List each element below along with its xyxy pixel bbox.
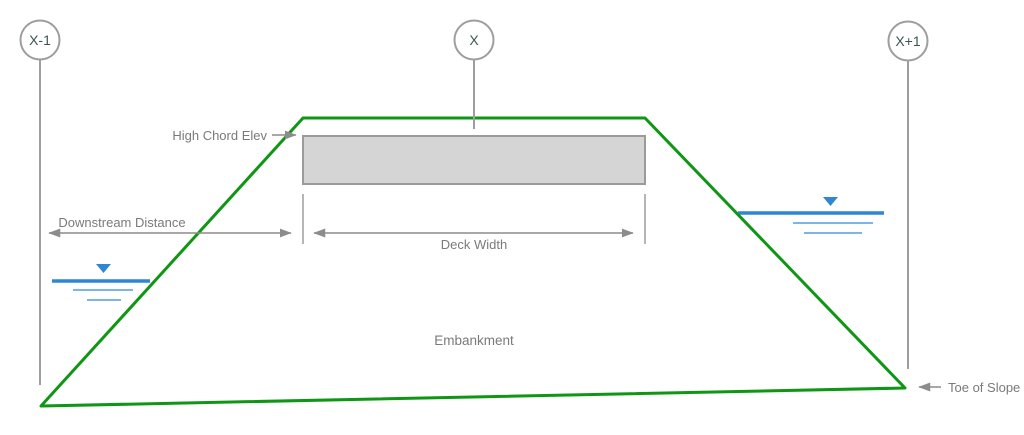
section-circle — [19, 19, 61, 61]
toe-of-slope-label: Toe of Slope — [948, 380, 1020, 395]
downstream-distance-dimension: Downstream Distance — [48, 215, 292, 238]
section-circle — [887, 20, 929, 62]
high-chord-annotation: High Chord Elev — [172, 128, 297, 143]
section-marker-x-plus-1: X+1 — [887, 20, 929, 62]
downstream-distance-label: Downstream Distance — [58, 215, 185, 230]
deck-width-dimension: Deck Width — [313, 228, 634, 252]
toe-of-slope-annotation: Toe of Slope — [918, 380, 1020, 395]
water-triangle-icon — [823, 197, 838, 206]
water-surface-icon-right — [738, 197, 884, 234]
section-marker-x-minus-1: X-1 — [19, 19, 61, 61]
water-surface-icon-left — [52, 264, 150, 301]
section-marker-x: X — [453, 19, 495, 61]
section-label: X-1 — [29, 32, 51, 48]
section-circle — [453, 19, 495, 61]
high-chord-elev-label: High Chord Elev — [172, 128, 267, 143]
deck-width-label: Deck Width — [441, 237, 507, 252]
water-triangle-icon — [96, 264, 111, 273]
section-label: X — [469, 32, 479, 48]
bridge-deck — [302, 135, 646, 185]
section-label: X+1 — [895, 33, 921, 49]
embankment-label: Embankment — [434, 333, 514, 348]
embankment-outline — [39, 116, 907, 408]
